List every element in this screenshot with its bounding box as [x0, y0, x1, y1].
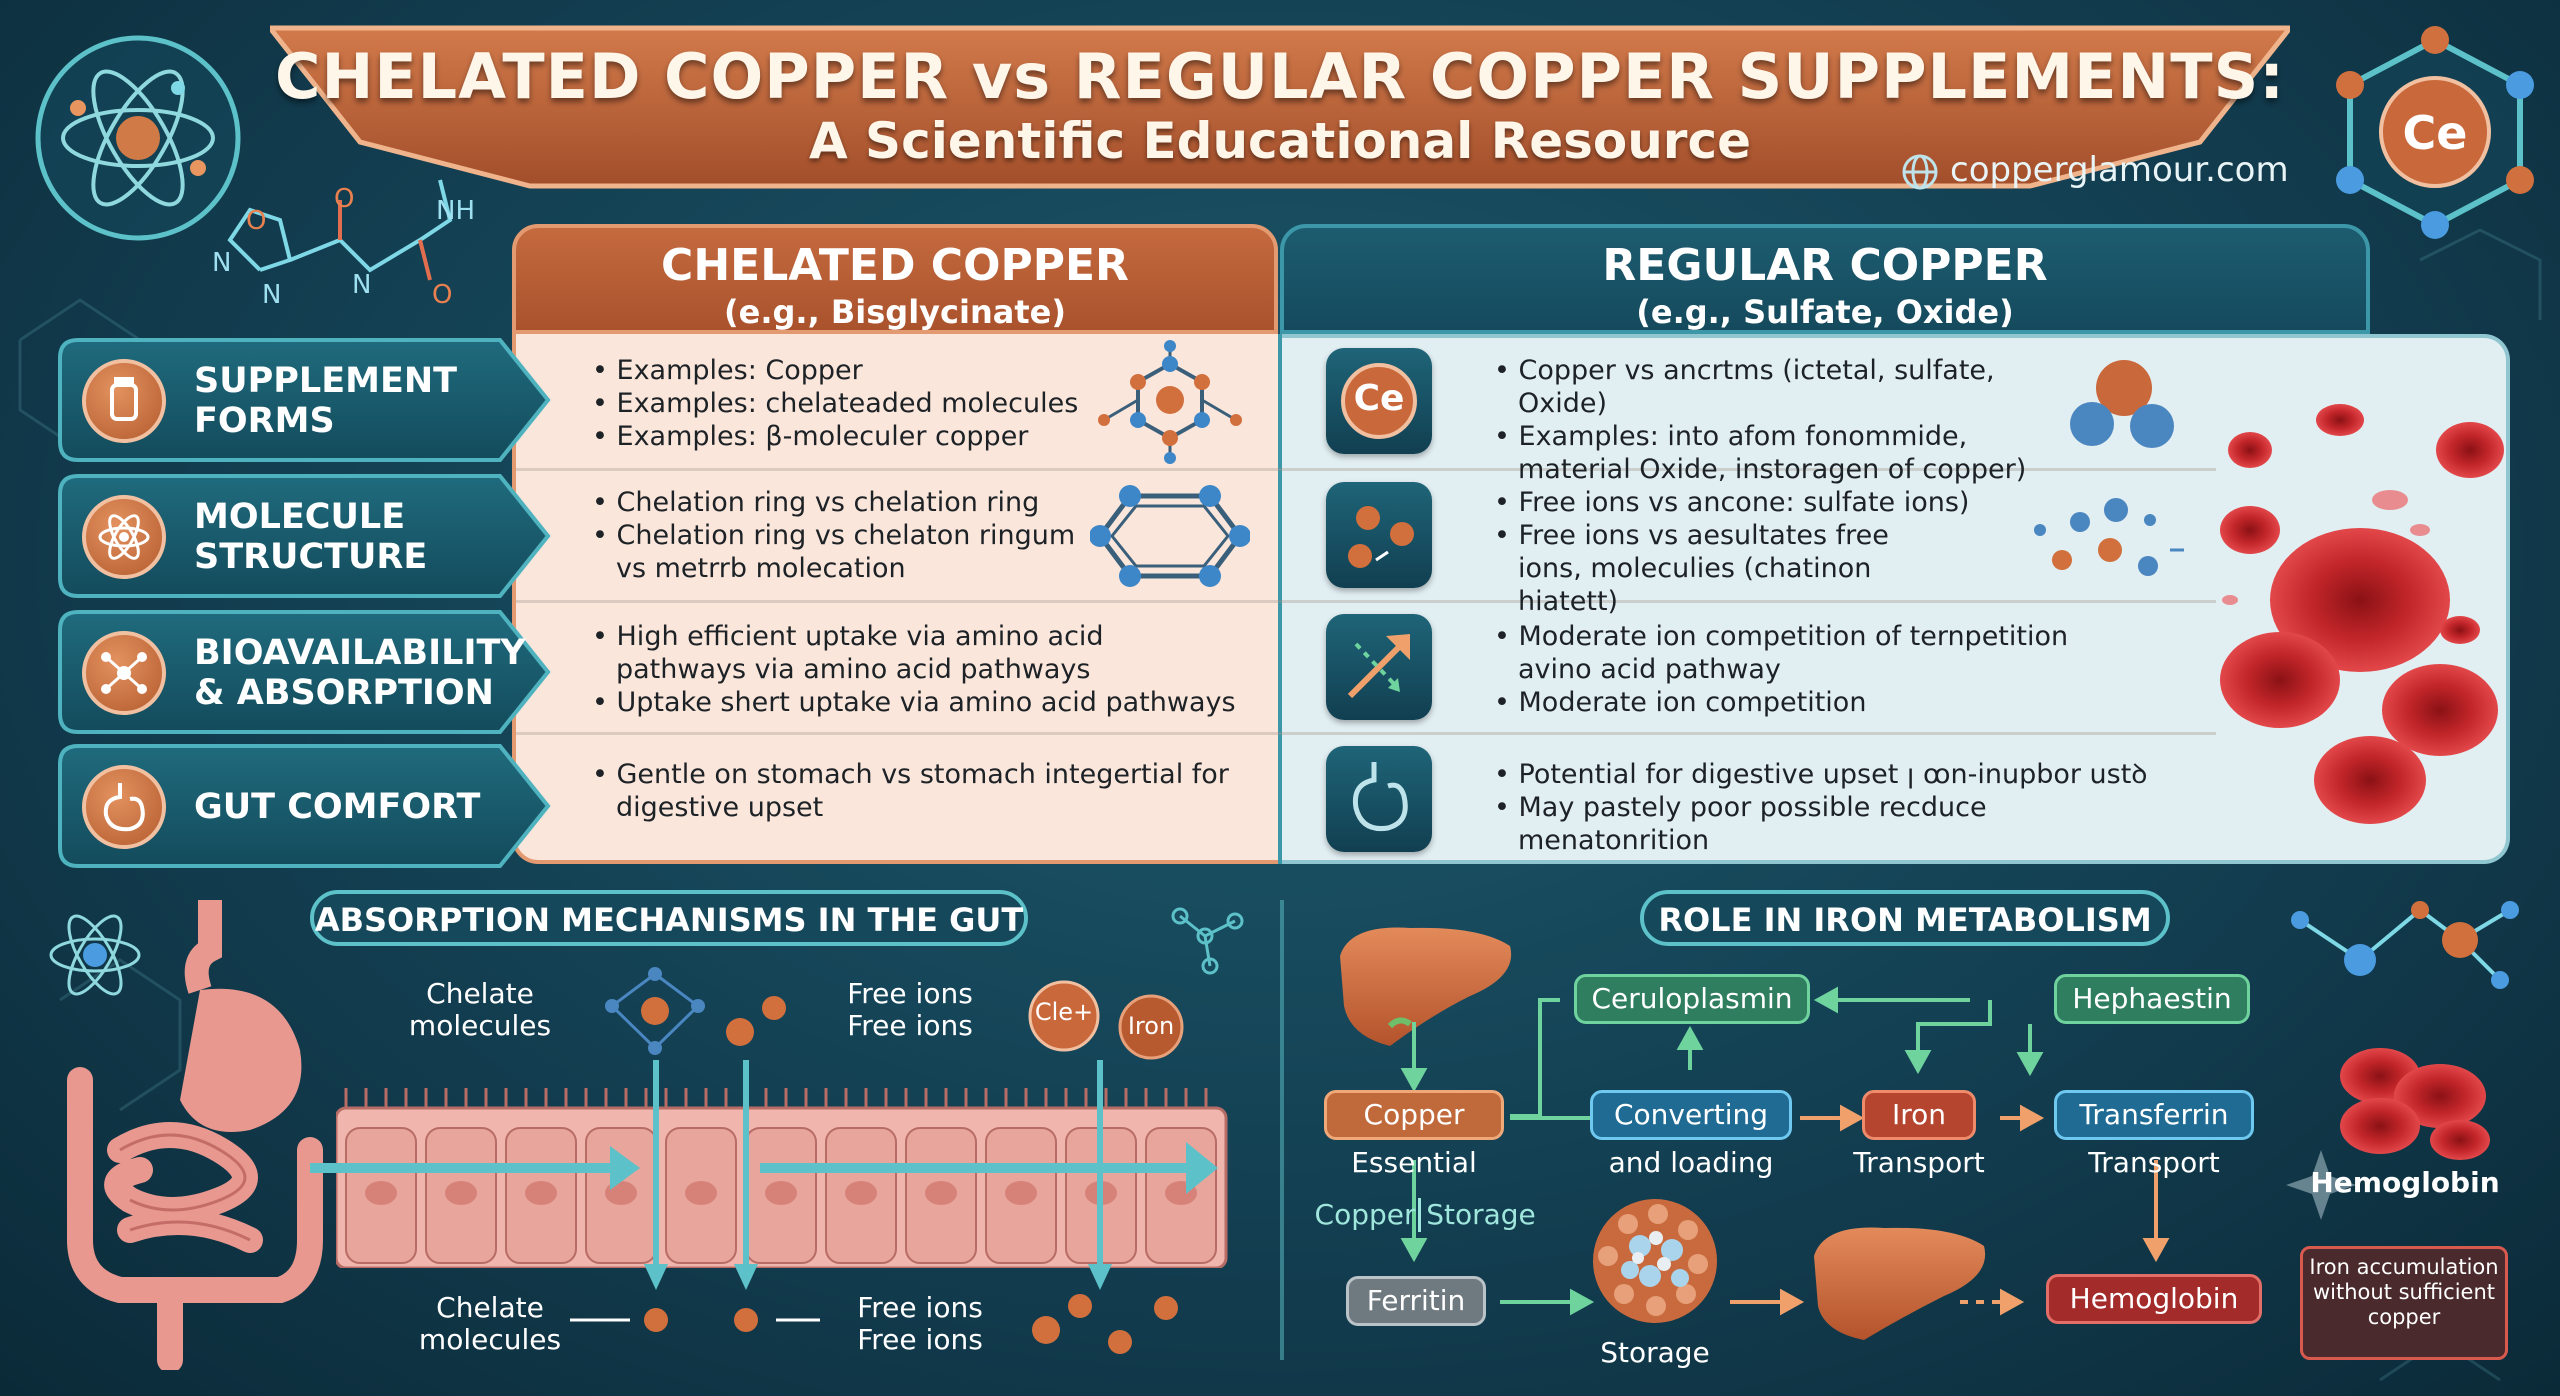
element-symbol: Ce — [2402, 106, 2468, 160]
regular-bioavailability: • Moderate ion competition of ternpetiti… — [1494, 621, 2069, 718]
caption-separator — [1418, 1198, 1421, 1232]
chemical-structure-icon — [227, 179, 453, 281]
free-ions-label-bottom: Free ions Free ions — [857, 1291, 983, 1356]
atom-label: O — [334, 184, 355, 214]
element-symbol: Ce — [1353, 378, 1405, 419]
digestive-system-illustration — [67, 900, 323, 1370]
intestinal-wall-illustration — [336, 1088, 1228, 1268]
free-ions-label-top: Free ions Free ions — [847, 977, 973, 1042]
node-hephaestin: Hephaestin — [2054, 974, 2250, 1024]
chelated-bioavailability: • High efficient uptake via amino acid p… — [592, 621, 1236, 718]
chelated-column-header: CHELATED COPPER (e.g., Bisglycinate) — [512, 224, 1278, 334]
title-banner — [270, 25, 2290, 189]
chelate-molecule-icon — [1098, 340, 1242, 464]
regular-column-header: REGULAR COPPER (e.g., Sulfate, Oxide) — [1280, 224, 2370, 334]
globe-icon — [1902, 154, 1938, 190]
absorption-arrows — [310, 1060, 1218, 1290]
caption-and-loading: and loading — [1608, 1146, 1774, 1179]
page-title: CHELATED COPPER vs REGULAR COPPER SUPPLE… — [274, 40, 2286, 113]
atom-label: NH — [436, 196, 475, 226]
chelated-molecule-structure: • Chelation ring vs chelation ring• Chel… — [592, 487, 1076, 584]
row-label-bioavailability: BIOAVAILABILITY& ABSORPTION — [60, 614, 538, 732]
iron-ion-badge-label: Iron — [1127, 1012, 1175, 1040]
copper-element-hexagon-icon — [2336, 26, 2534, 239]
node-iron: Iron — [1862, 1090, 1976, 1140]
hemoglobin-cells-illustration — [2340, 1048, 2490, 1160]
caption-hemoglobin-cells: Hemoglobin — [2310, 1166, 2500, 1199]
iron-accumulation-warning: Iron accumulation without sufficient cop… — [2300, 1246, 2508, 1360]
atom-icon — [35, 35, 241, 241]
regular-molecule-structure: • Free ions vs ancone: sulfate ions)• Fr… — [1494, 487, 1970, 617]
chelate-molecule-icon — [605, 967, 705, 1055]
chelated-column-subtitle: (e.g., Bisglycinate) — [724, 293, 1066, 331]
node-ceruloplasmin: Ceruloplasmin — [1574, 974, 1810, 1024]
website-link[interactable]: copperglamour.com — [1950, 150, 2289, 190]
copper-ion-badge — [1028, 980, 1100, 1052]
label-line: GUT COMFORT — [194, 787, 481, 827]
uptake-arrow-icon — [1326, 614, 1432, 720]
gut-section-title: ABSORPTION MECHANISMS IN THE GUT — [310, 890, 1028, 946]
label-line: FORMS — [194, 401, 335, 441]
stomach-icon — [1326, 746, 1432, 852]
atom-label: O — [246, 206, 267, 236]
caption-copper-storage-left: Copper — [1314, 1198, 1416, 1231]
atom-label: O — [432, 280, 453, 310]
free-ion-particles — [726, 996, 786, 1046]
atom-label: N — [212, 248, 232, 278]
page-subtitle: A Scientific Educational Resource — [808, 112, 1752, 170]
atom-icon — [82, 495, 166, 579]
liver-illustration — [1814, 1227, 1986, 1340]
copper-ion-badge-label: Cle+ — [1034, 998, 1094, 1026]
caption-storage: Storage — [1600, 1336, 1710, 1369]
label-line: BIOAVAILABILITY — [194, 633, 526, 673]
label-line: & ABSORPTION — [194, 673, 494, 713]
caption-iron-transport: Transport — [1853, 1146, 1985, 1179]
molecule-icon — [1171, 907, 1244, 975]
chelate-molecules-label-top: Chelate molecules — [408, 977, 552, 1042]
node-ferritin: Ferritin — [1346, 1276, 1486, 1326]
regular-column-subtitle: (e.g., Sulfate, Oxide) — [1636, 293, 2014, 331]
label-line: MOLECULE — [194, 497, 406, 537]
copper-element-icon: Ce — [1326, 348, 1432, 454]
sparkle-icon — [2286, 1150, 2356, 1220]
liver-illustration — [1340, 927, 1512, 1046]
atom-icon — [49, 914, 141, 996]
caption-transferrin-transport: Transport — [2088, 1146, 2220, 1179]
caption-copper-storage-right: Storage — [1426, 1198, 1536, 1231]
stomach-icon — [82, 765, 166, 849]
chelated-column-title: CHELATED COPPER — [661, 240, 1129, 291]
node-transferrin: Transferrin — [2054, 1090, 2254, 1140]
node-copper: Copper — [1324, 1090, 1504, 1140]
chelated-gut-comfort: • Gentle on stomach vs stomach integerti… — [592, 759, 1229, 823]
molecule-network-icon — [82, 631, 166, 715]
molecule-decoration-icon — [2291, 901, 2519, 989]
free-ions-icon — [1326, 482, 1432, 588]
copper-oxide-molecule-icon — [2070, 360, 2174, 448]
atom-label: N — [352, 270, 372, 300]
label-line: SUPPLEMENT — [194, 361, 458, 401]
regular-gut-comfort: • Potential for digestive upset ꞁ ꝏn-inu… — [1494, 759, 2148, 856]
iron-section-title: ROLE IN IRON METABOLISM — [1640, 890, 2170, 946]
node-hemoglobin: Hemoglobin — [2046, 1274, 2262, 1324]
node-converting: Converting — [1590, 1090, 1792, 1140]
row-label-gut-comfort: GUT COMFORT — [60, 748, 538, 866]
absorbed-particles — [570, 1294, 1178, 1354]
chelated-panel — [512, 334, 1282, 864]
chelated-supplement-forms: • Examples: Copper• Examples: chelateade… — [592, 355, 1079, 452]
red-blood-cells-illustration — [2220, 404, 2504, 824]
free-ions-scatter-icon — [2034, 498, 2184, 576]
chelation-ring-icon — [1090, 485, 1250, 587]
atom-label: N — [262, 280, 282, 310]
supplement-bottle-icon — [82, 359, 166, 443]
regular-column-title: REGULAR COPPER — [1602, 240, 2048, 291]
chelate-molecules-label-bottom: Chelate molecules — [418, 1291, 562, 1356]
section-divider — [1280, 900, 1284, 1360]
ferritin-storage-cluster — [1593, 1199, 1717, 1323]
label-line: STRUCTURE — [194, 537, 428, 577]
regular-supplement-forms: • Copper vs ancrtms (ictetal, sulfate, O… — [1494, 355, 2027, 485]
iron-ion-badge — [1118, 994, 1184, 1060]
caption-essential: Essential — [1351, 1146, 1477, 1179]
